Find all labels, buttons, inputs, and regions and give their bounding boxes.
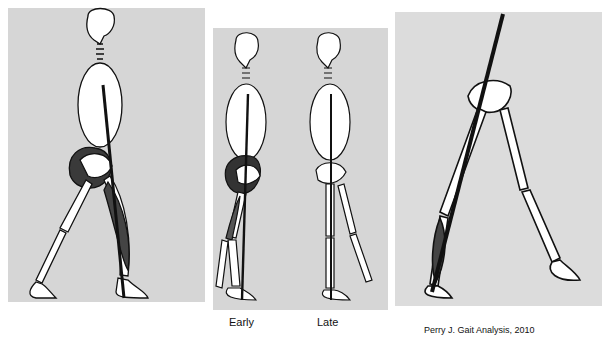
- panels: [8, 8, 602, 310]
- skeleton-figure: [30, 9, 148, 299]
- rib-cage: [78, 63, 122, 147]
- skull: [235, 33, 259, 68]
- foot: [116, 278, 148, 298]
- force-line: [242, 94, 248, 300]
- phase-label: Late: [317, 316, 338, 328]
- pelvis: [80, 154, 112, 178]
- panel-background: [395, 12, 602, 306]
- cervical-spine: [242, 68, 250, 78]
- panel-background: [213, 28, 388, 310]
- citation-note: Perry J. Gait Analysis, 2010: [424, 325, 535, 335]
- pelvis: [468, 81, 511, 113]
- skull: [87, 9, 115, 45]
- cervical-spine: [96, 44, 104, 59]
- skull: [317, 33, 341, 68]
- trailing-tibia: [522, 190, 560, 262]
- skeleton-figure: [216, 33, 266, 300]
- gluteus-muscle: [225, 156, 260, 194]
- foot: [550, 260, 580, 280]
- tibia: [36, 230, 66, 283]
- foot: [30, 282, 56, 298]
- pelvis: [236, 165, 260, 184]
- force-line: [330, 94, 332, 300]
- cervical-spine: [324, 68, 332, 78]
- skeleton-figure: [310, 33, 372, 300]
- panel-background: [8, 8, 205, 302]
- foot: [425, 286, 452, 298]
- trailing-leg: [216, 240, 228, 288]
- force-line: [103, 85, 124, 298]
- skeleton-figure: [425, 14, 580, 298]
- force-line: [432, 14, 503, 292]
- hamstring-muscle: [226, 196, 240, 240]
- foot: [322, 290, 350, 300]
- tibia: [430, 216, 448, 286]
- trailing-leg: [350, 234, 372, 282]
- tibia: [228, 240, 240, 286]
- phase-label: Early: [229, 316, 254, 328]
- femur: [60, 180, 92, 232]
- trailing-femur: [500, 108, 528, 190]
- femur: [440, 108, 486, 216]
- trailing-femur: [338, 184, 356, 234]
